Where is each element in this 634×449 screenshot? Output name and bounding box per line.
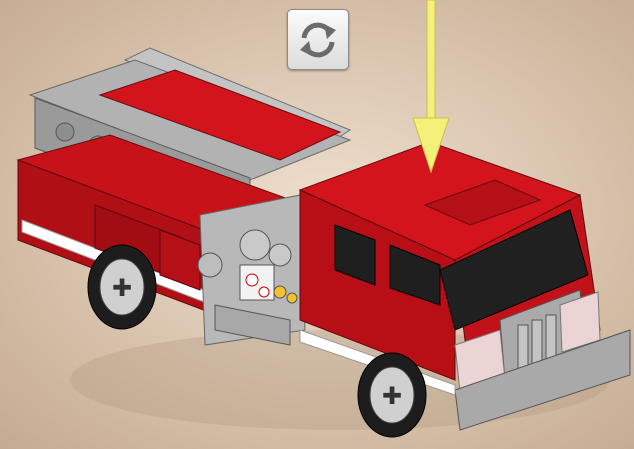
rotate-view-button[interactable] [287,9,349,70]
rear-wheel: ✚ [88,245,156,329]
down-arrow-icon [406,0,456,175]
svg-text:✚: ✚ [112,275,132,302]
front-wheel: ✚ [358,353,426,437]
rotate-arrows-icon [296,18,340,62]
svg-text:✚: ✚ [382,383,402,410]
